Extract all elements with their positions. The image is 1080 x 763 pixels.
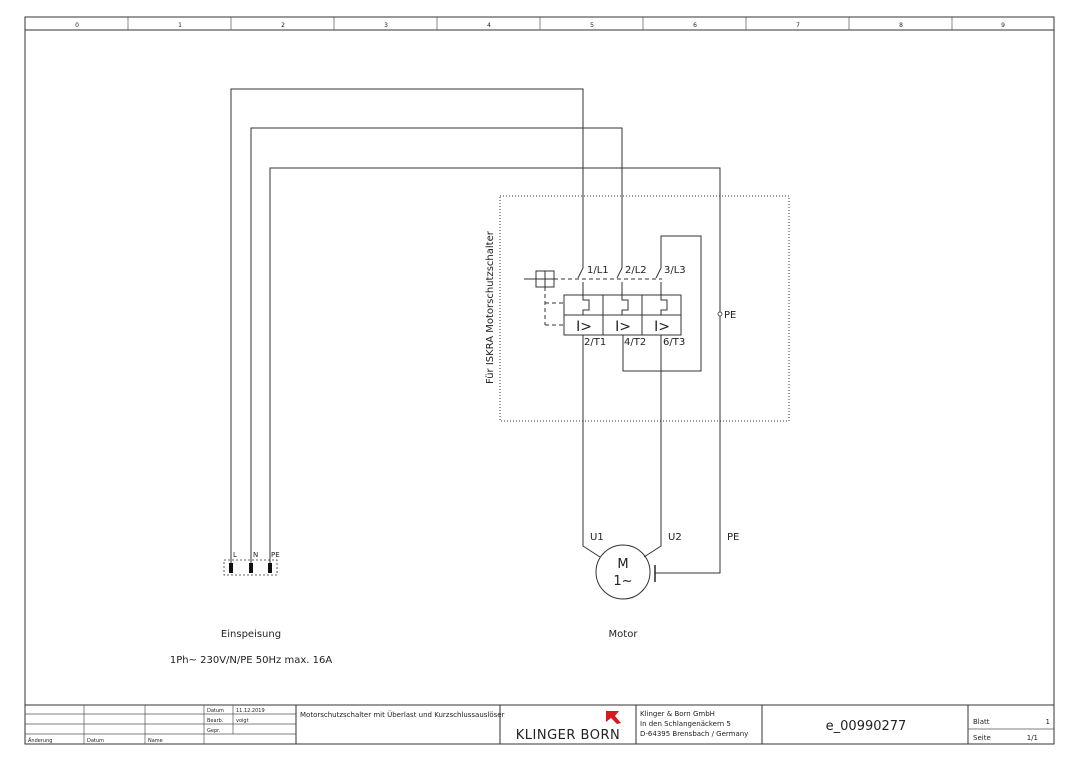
motor-title: Motor xyxy=(609,629,639,640)
motor-terminal-label: U1 xyxy=(590,532,604,543)
column-number: 0 xyxy=(75,22,79,29)
sheet-border xyxy=(24,16,1055,745)
company-city: D-64395 Brensbach / Germany xyxy=(640,730,748,738)
blatt-value: 1 xyxy=(1046,718,1050,726)
drawing-description: Motorschutzschalter mit Überlast und Kur… xyxy=(300,710,505,719)
company-name: Klinger & Born GmbH xyxy=(640,710,715,718)
brand-logo: KLINGER BORN xyxy=(516,711,621,743)
brand-mark-icon xyxy=(606,711,621,724)
trip-symbol: I> xyxy=(576,319,592,335)
trip-unit-block xyxy=(563,294,682,336)
wire-u2 xyxy=(643,335,662,558)
terminal-label: 2/T1 xyxy=(584,337,606,348)
company-street: In den Schlangenäckern 5 xyxy=(640,720,731,728)
column-number: 8 xyxy=(899,22,903,29)
seite-label: Seite xyxy=(973,734,991,742)
pe-terminal-label: PE xyxy=(724,310,736,321)
revision-change-label: Änderung xyxy=(28,737,52,744)
supply-terminal-label: PE xyxy=(271,551,280,559)
motor-symbol-top: M xyxy=(617,557,628,572)
supply-terminal-label: L xyxy=(233,551,237,559)
terminal-label: 1/L1 xyxy=(587,265,609,276)
supply-wires xyxy=(230,88,721,574)
column-number: 1 xyxy=(178,22,182,29)
bearb-label: Bearb. xyxy=(207,718,224,724)
supply-terminal-block xyxy=(223,559,278,576)
terminal-label: 6/T3 xyxy=(663,337,685,348)
drawing-number: e_00990277 xyxy=(826,719,907,734)
trip-symbol: I> xyxy=(654,319,670,335)
switch-contacts xyxy=(577,267,662,295)
brand-name: KLINGER BORN xyxy=(516,728,620,743)
wire-n xyxy=(250,127,623,568)
motor-terminal-label: U2 xyxy=(668,532,682,543)
motor-pe-label: PE xyxy=(727,532,739,543)
pe-terminal-dot xyxy=(717,311,723,317)
wire-u1 xyxy=(582,335,601,558)
title-block xyxy=(24,704,1055,745)
column-number: 6 xyxy=(693,22,697,29)
revision-name-label: Name xyxy=(148,738,163,744)
terminal-label: 4/T2 xyxy=(624,337,646,348)
phase3-link xyxy=(622,235,702,372)
supply-spec: 1Ph~ 230V/N/PE 50Hz max. 16A xyxy=(170,655,333,666)
datum-label: Datum xyxy=(207,708,224,714)
blatt-label: Blatt xyxy=(973,718,990,726)
motor-symbol xyxy=(595,544,651,600)
column-number: 5 xyxy=(590,22,594,29)
column-number: 2 xyxy=(281,22,285,29)
bearb-value: voigt xyxy=(236,718,249,724)
motor-symbol-bottom: 1~ xyxy=(613,574,632,589)
breaker-enclosure xyxy=(499,195,790,422)
wire-pe xyxy=(269,167,721,574)
column-number: 3 xyxy=(384,22,388,29)
revision-date-label: Datum xyxy=(87,738,104,744)
column-ruler: 0 1 2 3 4 5 6 7 8 9 xyxy=(75,17,1005,30)
column-number: 7 xyxy=(796,22,800,29)
trip-symbol: I> xyxy=(615,319,631,335)
gepr-label: Gepr. xyxy=(207,728,221,734)
supply-terminal-label: N xyxy=(253,551,258,559)
column-number: 4 xyxy=(487,22,491,29)
supply-title: Einspeisung xyxy=(221,629,281,640)
breaker-label: Für ISKRA Motorschutzschalter xyxy=(485,230,496,384)
seite-value: 1/1 xyxy=(1027,734,1038,742)
column-number: 9 xyxy=(1001,22,1005,29)
wire-l xyxy=(230,88,584,568)
terminal-label: 3/L3 xyxy=(664,265,686,276)
datum-value: 11.12.2019 xyxy=(236,708,265,714)
terminal-label: 2/L2 xyxy=(625,265,647,276)
manual-actuator xyxy=(524,270,662,326)
